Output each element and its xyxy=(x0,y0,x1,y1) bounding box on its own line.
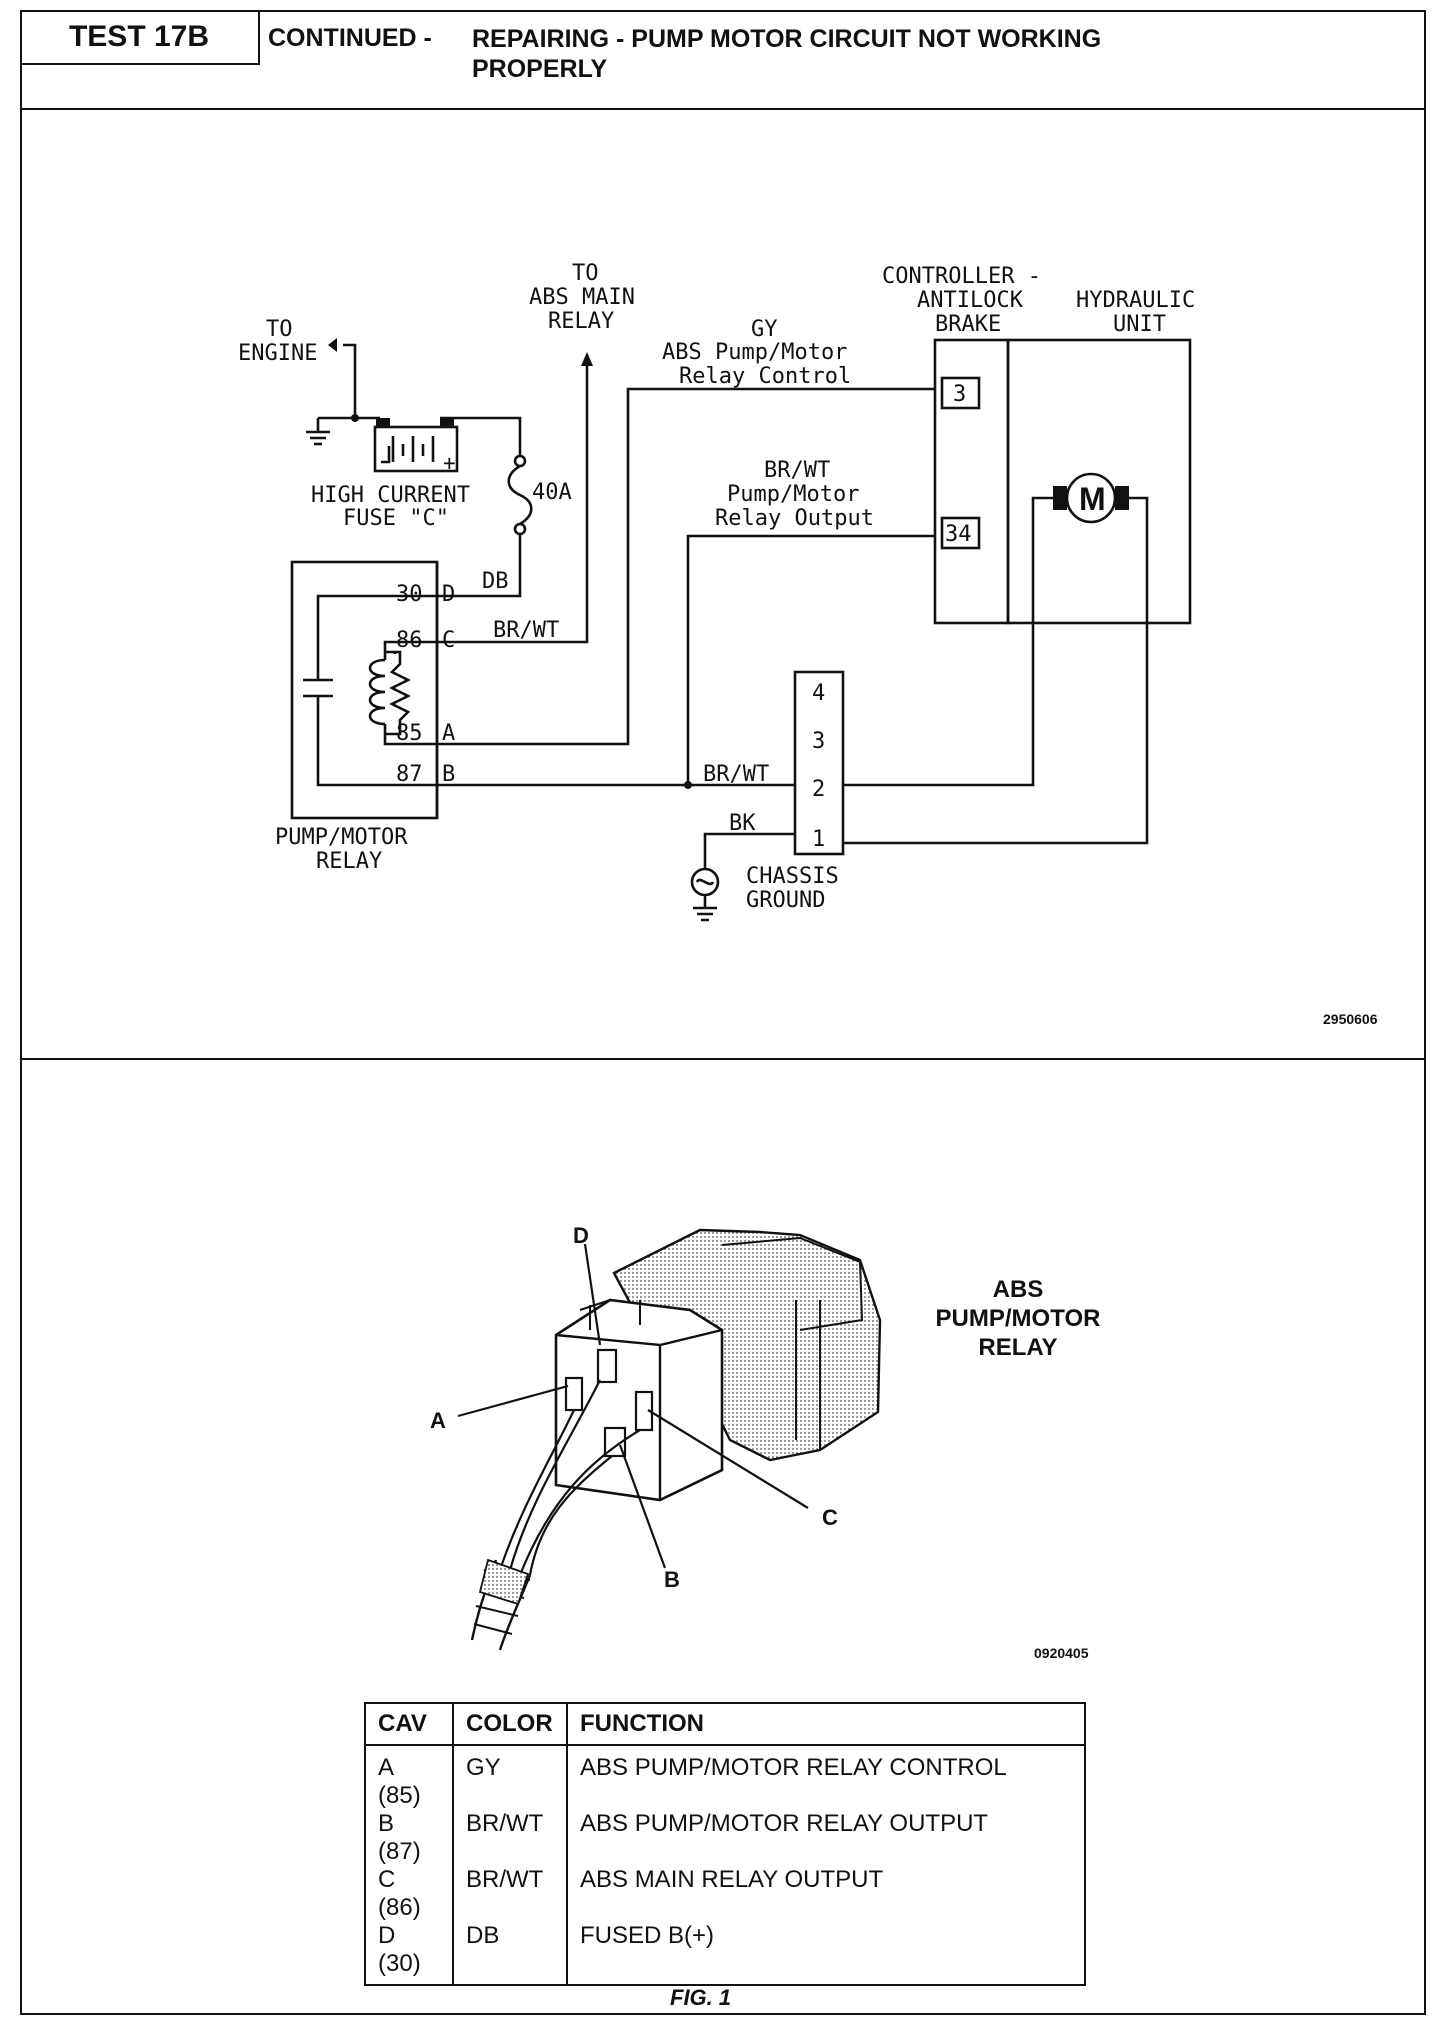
schematic-drawing-number: 2950606 xyxy=(1323,1011,1378,1027)
motor-symbol: M xyxy=(1079,481,1106,517)
to-abs-label-2: ABS MAIN xyxy=(529,285,635,310)
cell-cav: A (85) xyxy=(364,1745,454,1810)
cell-cav: D (30) xyxy=(364,1922,454,1985)
pump-motor-relay xyxy=(290,560,439,820)
illustration-title-2: PUMP/MOTOR xyxy=(936,1305,1101,1332)
column-header-cav: CAV xyxy=(364,1702,454,1746)
callout-b: B xyxy=(664,1567,680,1592)
fuse-label-1: HIGH CURRENT xyxy=(311,483,470,508)
relay-pin-num-87: 87 xyxy=(396,762,423,787)
cell-color: BR/WT xyxy=(452,1810,568,1866)
column-header-function: FUNCTION xyxy=(566,1702,1086,1746)
relay-label-2: RELAY xyxy=(316,849,382,874)
cell-color: BR/WT xyxy=(452,1866,568,1922)
cell-color: GY xyxy=(452,1745,568,1810)
controller-antilock-brake xyxy=(933,338,1192,625)
to-abs-label-3: RELAY xyxy=(548,309,614,334)
hydraulic-label-1: HYDRAULIC xyxy=(1076,288,1195,313)
cell-cav: C (86) xyxy=(364,1866,454,1922)
to-engine-label-1: TO xyxy=(266,317,293,342)
cell-function: FUSED B(+) xyxy=(566,1922,1086,1985)
connector-pin-2: 2 xyxy=(812,777,825,802)
bk-label: BK xyxy=(729,811,756,836)
page-frame xyxy=(20,10,1426,2015)
brwt-output-label-2: Pump/Motor xyxy=(727,482,859,507)
chassis-ground-label-2: GROUND xyxy=(746,888,825,913)
schematic-labels: TO ENGINE TO ABS MAIN RELAY CONTROLLER -… xyxy=(238,261,1378,1027)
motor-icon: M xyxy=(1053,472,1129,524)
relay-pin-cav-b: B xyxy=(442,762,455,787)
callout-c: C xyxy=(822,1505,838,1530)
hydraulic-label-2: UNIT xyxy=(1113,312,1166,337)
brwt-output-label-3: Relay Output xyxy=(715,506,874,531)
chassis-ground-label-1: CHASSIS xyxy=(746,864,839,889)
brwt-2-label: BR/WT xyxy=(703,762,769,787)
controller-label-3: BRAKE xyxy=(935,312,1001,337)
battery-icon: - + xyxy=(373,418,459,475)
connector-pin-3: 3 xyxy=(812,729,825,754)
cell-color: DB xyxy=(452,1922,568,1985)
controller-label-1: CONTROLLER - xyxy=(882,264,1041,289)
cell-function: ABS PUMP/MOTOR RELAY OUTPUT xyxy=(566,1810,1086,1866)
svg-text:-: - xyxy=(378,449,391,473)
pin-table: CAV COLOR FUNCTION A (85) GY ABS PUMP/MO… xyxy=(364,1702,1086,1986)
gy-label-1: GY xyxy=(751,317,778,342)
relay-pin-cav-c: C xyxy=(442,628,455,653)
relay-pin-cav-a: A xyxy=(442,721,455,746)
fuse-rating: 40A xyxy=(532,480,572,505)
page-title: REPAIRING - PUMP MOTOR CIRCUIT NOT WORKI… xyxy=(472,25,1102,83)
table-row: B (87) BR/WT ABS PUMP/MOTOR RELAY OUTPUT xyxy=(364,1810,1086,1866)
gy-label-2: ABS Pump/Motor xyxy=(662,340,847,365)
db-label: DB xyxy=(482,569,509,594)
connector-pin-4: 4 xyxy=(812,681,825,706)
relay-pin-num-86: 86 xyxy=(396,628,423,653)
brwt-c-label: BR/WT xyxy=(493,618,559,643)
svg-text:+: + xyxy=(443,451,456,475)
table-row: C (86) BR/WT ABS MAIN RELAY OUTPUT xyxy=(364,1866,1086,1922)
controller-pin-3: 3 xyxy=(953,382,966,407)
fuse-label-2: FUSE "C" xyxy=(343,506,449,531)
connector-pin-1: 1 xyxy=(812,827,825,852)
gy-label-3: Relay Control xyxy=(679,364,851,389)
relay-illustration: D A C B ABS PUMP/MOTOR RELAY 0920405 xyxy=(430,1223,1100,1661)
cell-function: ABS PUMP/MOTOR RELAY CONTROL xyxy=(566,1745,1086,1810)
brwt-output-label-1: BR/WT xyxy=(764,458,830,483)
relay-pin-num-30: 30 xyxy=(396,582,423,607)
connector xyxy=(793,670,845,856)
to-abs-label-1: TO xyxy=(572,261,599,286)
callout-d: D xyxy=(573,1223,589,1248)
controller-pin-34: 34 xyxy=(945,522,972,547)
relay-label-1: PUMP/MOTOR xyxy=(275,825,408,850)
controller-label-2: ANTILOCK xyxy=(917,288,1024,313)
test-id: TEST 17B xyxy=(20,10,260,65)
section-divider xyxy=(20,1058,1426,1060)
header-continued: CONTINUED - xyxy=(268,24,432,52)
relay-pin-num-85: 85 xyxy=(396,721,423,746)
figure-label: FIG. 1 xyxy=(670,1985,732,2010)
table-row: D (30) DB FUSED B(+) xyxy=(364,1922,1086,1985)
relay-pin-cav-d: D xyxy=(442,582,455,607)
column-header-color: COLOR xyxy=(452,1702,568,1746)
illustration-drawing-number: 0920405 xyxy=(1034,1645,1089,1661)
illustration-title-3: RELAY xyxy=(978,1334,1057,1361)
illustration-title-1: ABS xyxy=(993,1276,1044,1303)
callout-a: A xyxy=(430,1408,446,1433)
cell-cav: B (87) xyxy=(364,1810,454,1866)
header: TEST 17B CONTINUED - REPAIRING - PUMP MO… xyxy=(20,10,1426,110)
schematic-wires xyxy=(303,338,1149,922)
cell-function: ABS MAIN RELAY OUTPUT xyxy=(566,1866,1086,1922)
table-row: A (85) GY ABS PUMP/MOTOR RELAY CONTROL xyxy=(364,1745,1086,1810)
table-header-row: CAV COLOR FUNCTION xyxy=(364,1702,1086,1746)
to-engine-label-2: ENGINE xyxy=(238,341,317,366)
